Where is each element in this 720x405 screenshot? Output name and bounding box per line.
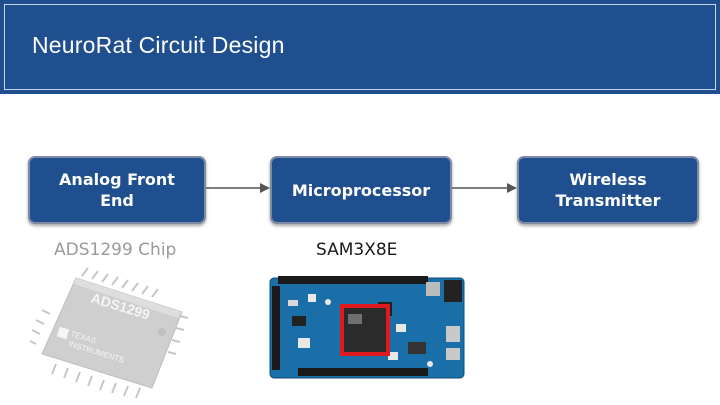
afe-chip-caption: ADS1299 Chip <box>54 240 177 260</box>
arrow-afe-to-mcu <box>206 183 270 193</box>
arrow-mcu-to-transmitter <box>452 183 517 193</box>
mcu-chip-caption: SAM3X8E <box>316 240 398 260</box>
ads1299-chip-image: ADS1299 TEXAS INSTRUMENTS <box>30 267 189 399</box>
microprocessor-block: Microprocessor <box>270 156 452 224</box>
block-label-line2: End <box>100 191 134 210</box>
sam3x8e-board-image <box>269 276 465 379</box>
page-title: NeuroRat Circuit Design <box>32 32 285 58</box>
analog-front-end-block: Analog Front End <box>28 156 206 224</box>
title-bar: NeuroRat Circuit Design <box>0 0 720 94</box>
wireless-transmitter-block: Wireless Transmitter <box>517 156 699 224</box>
block-label-line1: Analog Front <box>59 170 175 189</box>
block-label-line2: Transmitter <box>555 191 661 210</box>
block-label-line1: Wireless <box>569 170 647 189</box>
title-frame <box>4 4 716 90</box>
block-label-line1: Microprocessor <box>291 180 431 200</box>
